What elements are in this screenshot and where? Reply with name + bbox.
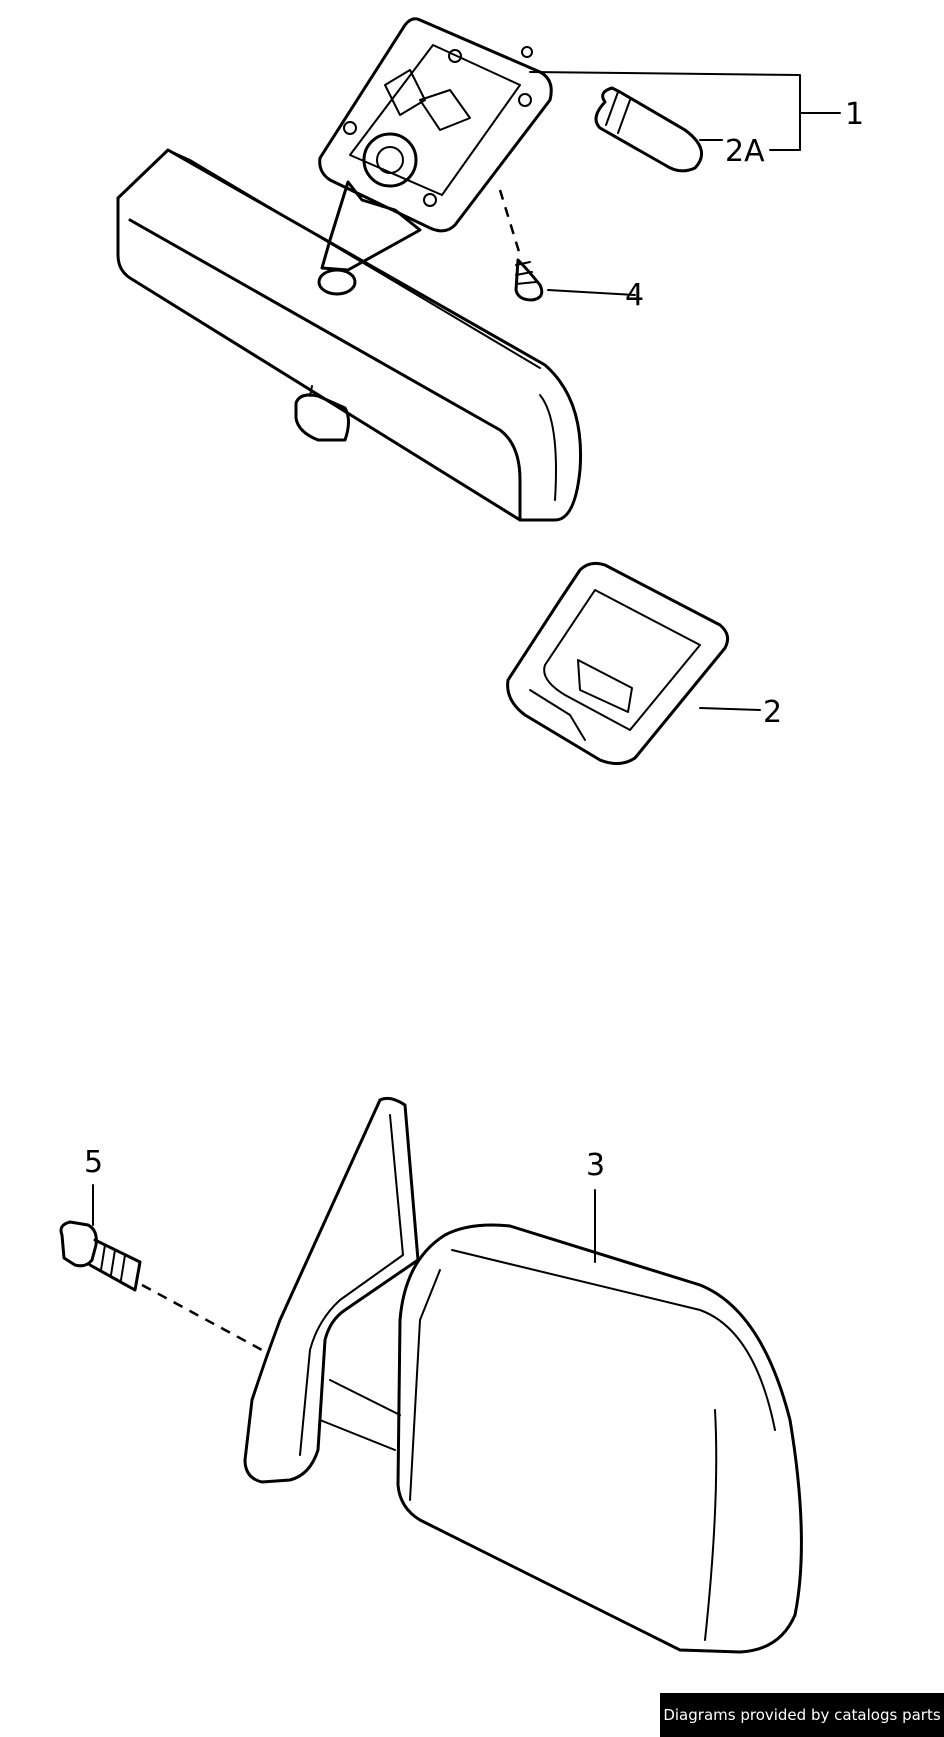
callouts: 1 2A 4 2 5 3: [84, 97, 864, 1183]
screw-4: [498, 189, 544, 302]
credit-badge: Diagrams provided by catalogs parts: [660, 1693, 944, 1737]
lamp-lens: [506, 561, 730, 765]
bulb: [594, 86, 704, 173]
callout-3: 3: [586, 1148, 605, 1183]
callout-2a: 2A: [725, 134, 765, 169]
mounting-base: [318, 17, 553, 233]
callout-1: 1: [845, 97, 864, 132]
callout-4: 4: [625, 278, 644, 313]
bolt-5: [59, 1220, 263, 1352]
mirror-stem: [317, 180, 422, 296]
callout-2: 2: [763, 695, 782, 730]
leader-lines: [92, 71, 841, 1263]
interior-mirror: [116, 148, 583, 522]
exterior-mirror: [243, 1096, 803, 1654]
callout-5: 5: [84, 1145, 103, 1180]
